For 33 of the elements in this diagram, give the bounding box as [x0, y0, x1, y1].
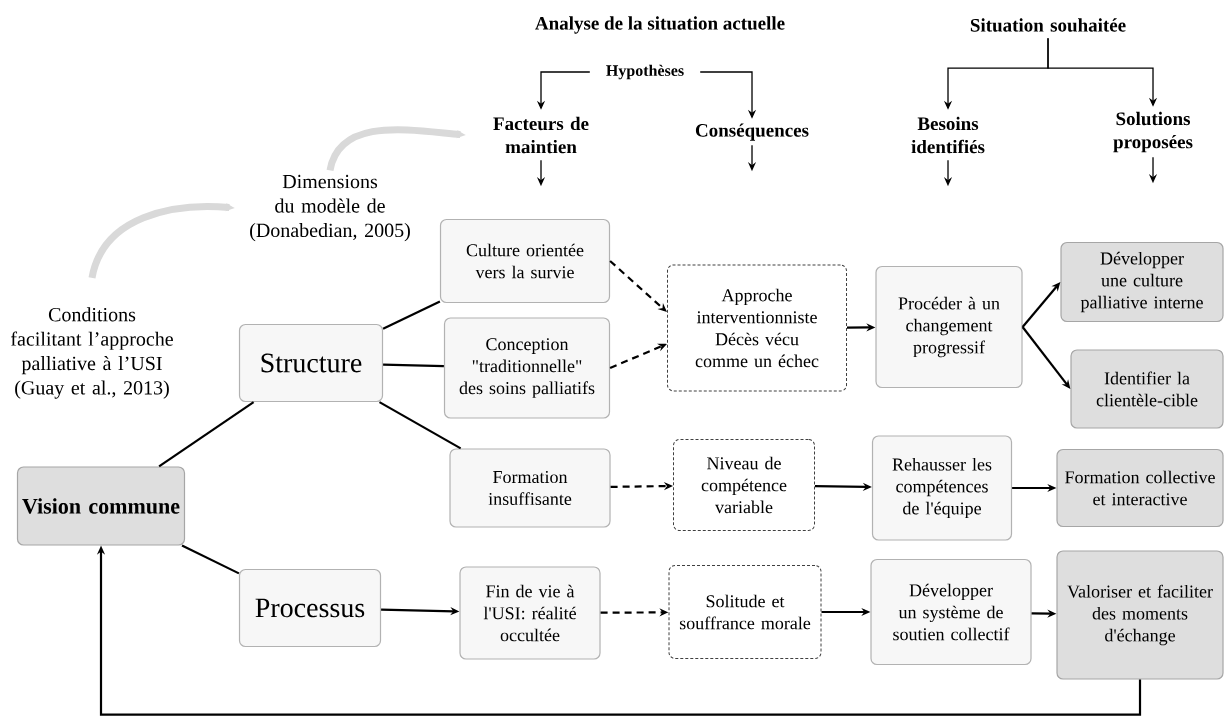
process-box: Procéder à un changement progressif	[875, 265, 1023, 389]
solution-box: Vision commune	[16, 466, 186, 546]
process-box: Développer un système de soutien collectif	[870, 558, 1032, 666]
connector-line	[382, 300, 441, 330]
heading-text: Situation souhaitée	[970, 18, 1126, 32]
heading-text: Analyse de la situation actuelle	[535, 16, 785, 34]
connector-line	[383, 363, 444, 368]
process-box: Conception "traditionnelle" des soins palliatifs	[443, 317, 611, 419]
arrow	[609, 343, 667, 370]
connector-line	[378, 401, 462, 450]
connector-line	[158, 401, 255, 468]
heading-text: Facteurs de maintien	[493, 116, 589, 154]
process-box: Processus	[238, 568, 382, 648]
heading-text: Conséquences	[695, 123, 809, 141]
caption-text: Conditions facilitant l’approche palliative à l’USI (Guay et al., 2013)	[11, 307, 173, 399]
process-box: Structure	[238, 323, 384, 403]
solution-box: Développer une culture palliative interne	[1060, 241, 1224, 323]
consequence-box: Niveau de compétence variable	[673, 439, 815, 531]
arrow	[1021, 326, 1071, 389]
process-box: Culture orientée vers la survie	[439, 218, 611, 304]
connector-line	[181, 544, 240, 575]
heading-text: Hypothèses	[606, 64, 684, 80]
heading-text: Solutions proposées	[1113, 111, 1193, 153]
consequence-box: Approche interventionniste Décès vécu comme un échec	[667, 264, 847, 392]
process-box: Formation insuffisante	[449, 448, 611, 528]
solution-box: Formation collective et interactive	[1056, 448, 1224, 528]
heading-text: Besoins identifiés	[911, 116, 985, 154]
solution-box: Identifier la clientèle-cible	[1070, 349, 1224, 429]
process-box: Rehausser les compétences de l'équipe	[871, 435, 1013, 541]
consequence-box: Solitude et souffrance morale	[668, 565, 822, 659]
solution-box: Valoriser et faciliter des moments d'échange	[1056, 550, 1224, 680]
process-box: Fin de vie à l'USI: réalité occultée	[459, 566, 601, 660]
caption-text: Dimensions du modèle de (Donabedian, 2005)	[250, 174, 410, 242]
